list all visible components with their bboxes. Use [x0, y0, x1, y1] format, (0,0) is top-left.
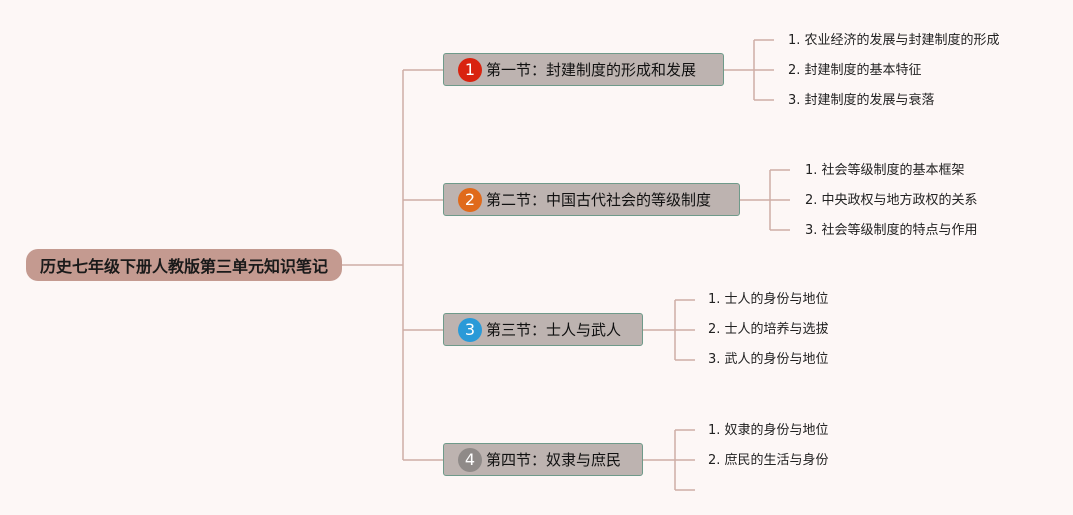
leaf-topic[interactable]: 2. 士人的培养与选拔 — [708, 322, 829, 337]
branch-title: 第二节：中国古代社会的等级制度 — [486, 191, 712, 209]
leaf-topic[interactable]: 3. 封建制度的发展与衰落 — [788, 93, 935, 108]
leaf-topic[interactable]: 1. 奴隶的身份与地位 — [708, 423, 829, 438]
leaf-topic[interactable]: 2. 中央政权与地方政权的关系 — [805, 193, 978, 208]
leaf-topic[interactable]: 3. 社会等级制度的特点与作用 — [805, 223, 978, 238]
leaf-topic[interactable]: 1. 农业经济的发展与封建制度的形成 — [788, 33, 1000, 48]
number-4-icon: 4 — [458, 447, 482, 472]
branch-title: 第一节：封建制度的形成和发展 — [486, 61, 697, 79]
branch-section-3[interactable]: 3 第三节：士人与武人 — [443, 313, 643, 346]
number-3-icon: 3 — [458, 317, 482, 342]
branch-section-2[interactable]: 2 第二节：中国古代社会的等级制度 — [443, 183, 740, 216]
leaf-topic[interactable]: 2. 封建制度的基本特征 — [788, 63, 922, 78]
leaf-topic[interactable]: 1. 社会等级制度的基本框架 — [805, 163, 965, 178]
leaf-topic[interactable]: 2. 庶民的生活与身份 — [708, 453, 829, 468]
branch-section-1[interactable]: 1 第一节：封建制度的形成和发展 — [443, 53, 724, 86]
branch-section-4[interactable]: 4 第四节：奴隶与庶民 — [443, 443, 643, 476]
branch-title: 第三节：士人与武人 — [486, 321, 622, 339]
leaf-topic[interactable]: 1. 士人的身份与地位 — [708, 292, 829, 307]
number-1-icon: 1 — [458, 57, 482, 82]
branch-title: 第四节：奴隶与庶民 — [486, 451, 622, 469]
root-topic[interactable]: 历史七年级下册人教版第三单元知识笔记 — [26, 249, 342, 281]
leaf-topic[interactable]: 3. 武人的身份与地位 — [708, 352, 829, 367]
number-2-icon: 2 — [458, 187, 482, 212]
